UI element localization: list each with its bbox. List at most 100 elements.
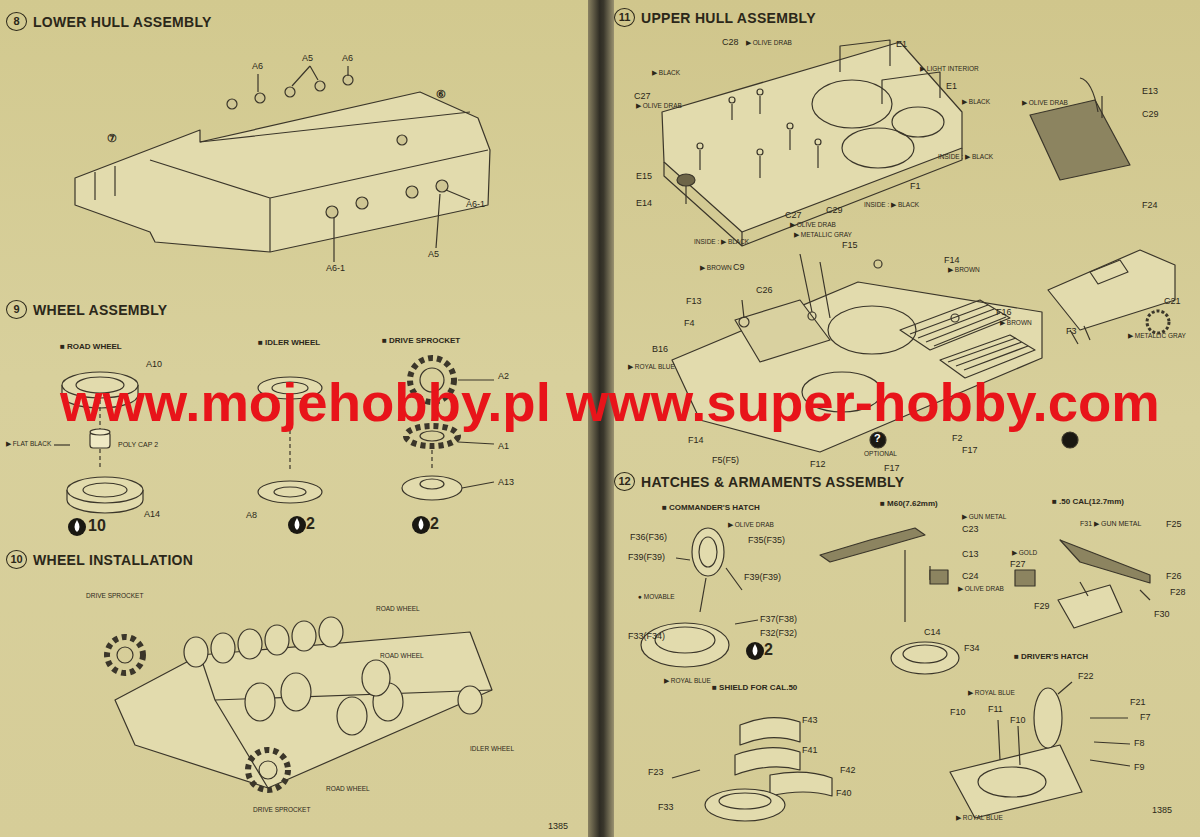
line-art (787, 123, 793, 129)
line-art (998, 682, 1130, 766)
line-art (676, 558, 758, 624)
step-title: WHEEL ASSEMBLY (33, 303, 167, 317)
paint-note: ▶ BROWN (1000, 320, 1032, 327)
line-art (735, 748, 800, 775)
part-label: A14 (144, 510, 160, 519)
paint-note: INSIDE : ▶ BLACK (694, 239, 749, 246)
part-label: F23 (648, 768, 664, 777)
part-label: E1 (946, 82, 957, 91)
callout-number: ⑦ (107, 133, 117, 144)
paint-note: ▶ GUN METAL (962, 514, 1006, 521)
line-art (200, 655, 492, 788)
line-art (892, 107, 944, 137)
subassembly-title: ■ DRIVE SPROCKET (382, 337, 460, 345)
line-art (735, 300, 830, 362)
part-label: F34 (964, 644, 980, 653)
paint-note: INSIDE : ▶ BLACK (938, 154, 993, 161)
part-label: F5(F5) (712, 456, 739, 465)
step-title: HATCHES & ARMAMENTS ASSEMBLY (641, 475, 904, 489)
paint-note: ▶ GOLD (1012, 550, 1037, 557)
part-label: A8 (246, 511, 257, 520)
part-label: F4 (684, 319, 695, 328)
paint-note: ▶ OLIVE DRAB (636, 103, 682, 110)
part-label: E14 (636, 199, 652, 208)
line-art (700, 96, 818, 178)
part-label: C26 (756, 286, 773, 295)
line-art (255, 93, 265, 103)
part-label: F1 (910, 182, 921, 191)
part-label: C14 (924, 628, 941, 637)
line-art (402, 476, 462, 500)
paint-note: DRIVE SPROCKET (253, 807, 310, 814)
paint-note: ROAD WHEEL (380, 653, 424, 660)
part-label: A10 (146, 360, 162, 369)
part-label: F12 (810, 460, 826, 469)
line-art (412, 516, 430, 534)
paint-note: ● MOVABLE (638, 594, 675, 601)
part-label: E15 (636, 172, 652, 181)
paint-note: ▶ BROWN (700, 265, 732, 272)
subassembly-title: ■ COMMANDER'S HATCH (662, 504, 760, 512)
line-art (1034, 688, 1062, 748)
step-title: LOWER HULL ASSEMBLY (33, 15, 212, 29)
line-art (662, 42, 962, 232)
part-label: C29 (1142, 110, 1159, 119)
line-art (820, 528, 925, 562)
step-title: WHEEL INSTALLATION (33, 553, 193, 567)
part-label: A6 (342, 54, 353, 63)
paint-note: IDLER WHEEL (470, 746, 514, 753)
watermark: www.mojehobby.pl www.super-hobby.com (60, 376, 1160, 431)
line-art (753, 644, 758, 656)
line-art (1147, 311, 1169, 333)
paint-note: ▶ ROYAL BLUE (664, 678, 711, 685)
part-label: C9 (733, 263, 745, 272)
paint-note: INSIDE : ▶ BLACK (864, 202, 919, 209)
line-art (641, 623, 729, 667)
line-art (719, 793, 771, 809)
part-label: F36(F36) (630, 533, 667, 542)
line-art (770, 772, 832, 796)
line-art (420, 479, 444, 489)
part-label: A13 (498, 478, 514, 487)
line-art (356, 197, 368, 209)
line-art (828, 306, 916, 354)
line-art (705, 789, 785, 821)
line-art (870, 432, 886, 448)
line-art (326, 206, 338, 218)
line-art (950, 745, 1082, 818)
part-label: F15 (842, 241, 858, 250)
line-art (1070, 260, 1128, 344)
line-art (115, 632, 492, 788)
line-art (238, 629, 262, 659)
paint-note: ▶ BROWN (948, 267, 980, 274)
part-label: C27 (785, 211, 802, 220)
part-label: F39(F39) (744, 573, 781, 582)
paint-note: ▶ ROYAL BLUE (956, 815, 1003, 822)
paint-note: ▶ OLIVE DRAB (958, 586, 1004, 593)
step-number: 12 (614, 472, 635, 491)
part-label: F17 (884, 464, 900, 473)
subassembly-title: ■ .50 CAL(12.7mm) (1052, 498, 1124, 506)
line-art (930, 570, 948, 584)
line-art (292, 621, 316, 651)
part-label: F8 (1134, 739, 1145, 748)
line-art (697, 143, 703, 149)
step-number: 9 (6, 300, 27, 319)
line-art (664, 148, 962, 246)
line-art (808, 312, 816, 320)
part-label: A6-1 (326, 264, 345, 273)
line-art (274, 487, 306, 497)
part-label: F17 (962, 446, 978, 455)
part-label: F26 (1166, 572, 1182, 581)
line-art (259, 761, 277, 779)
line-art (245, 683, 275, 721)
part-label: 1385 (548, 822, 568, 831)
part-label: F28 (1170, 588, 1186, 597)
step-number: 8 (6, 12, 27, 31)
quantity-number: 2 (306, 516, 315, 532)
optional-icon: ? (874, 433, 881, 444)
line-art (288, 516, 306, 534)
line-art (75, 520, 80, 532)
paint-note: ▶ OLIVE DRAB (728, 522, 774, 529)
part-label: F14 (944, 256, 960, 265)
